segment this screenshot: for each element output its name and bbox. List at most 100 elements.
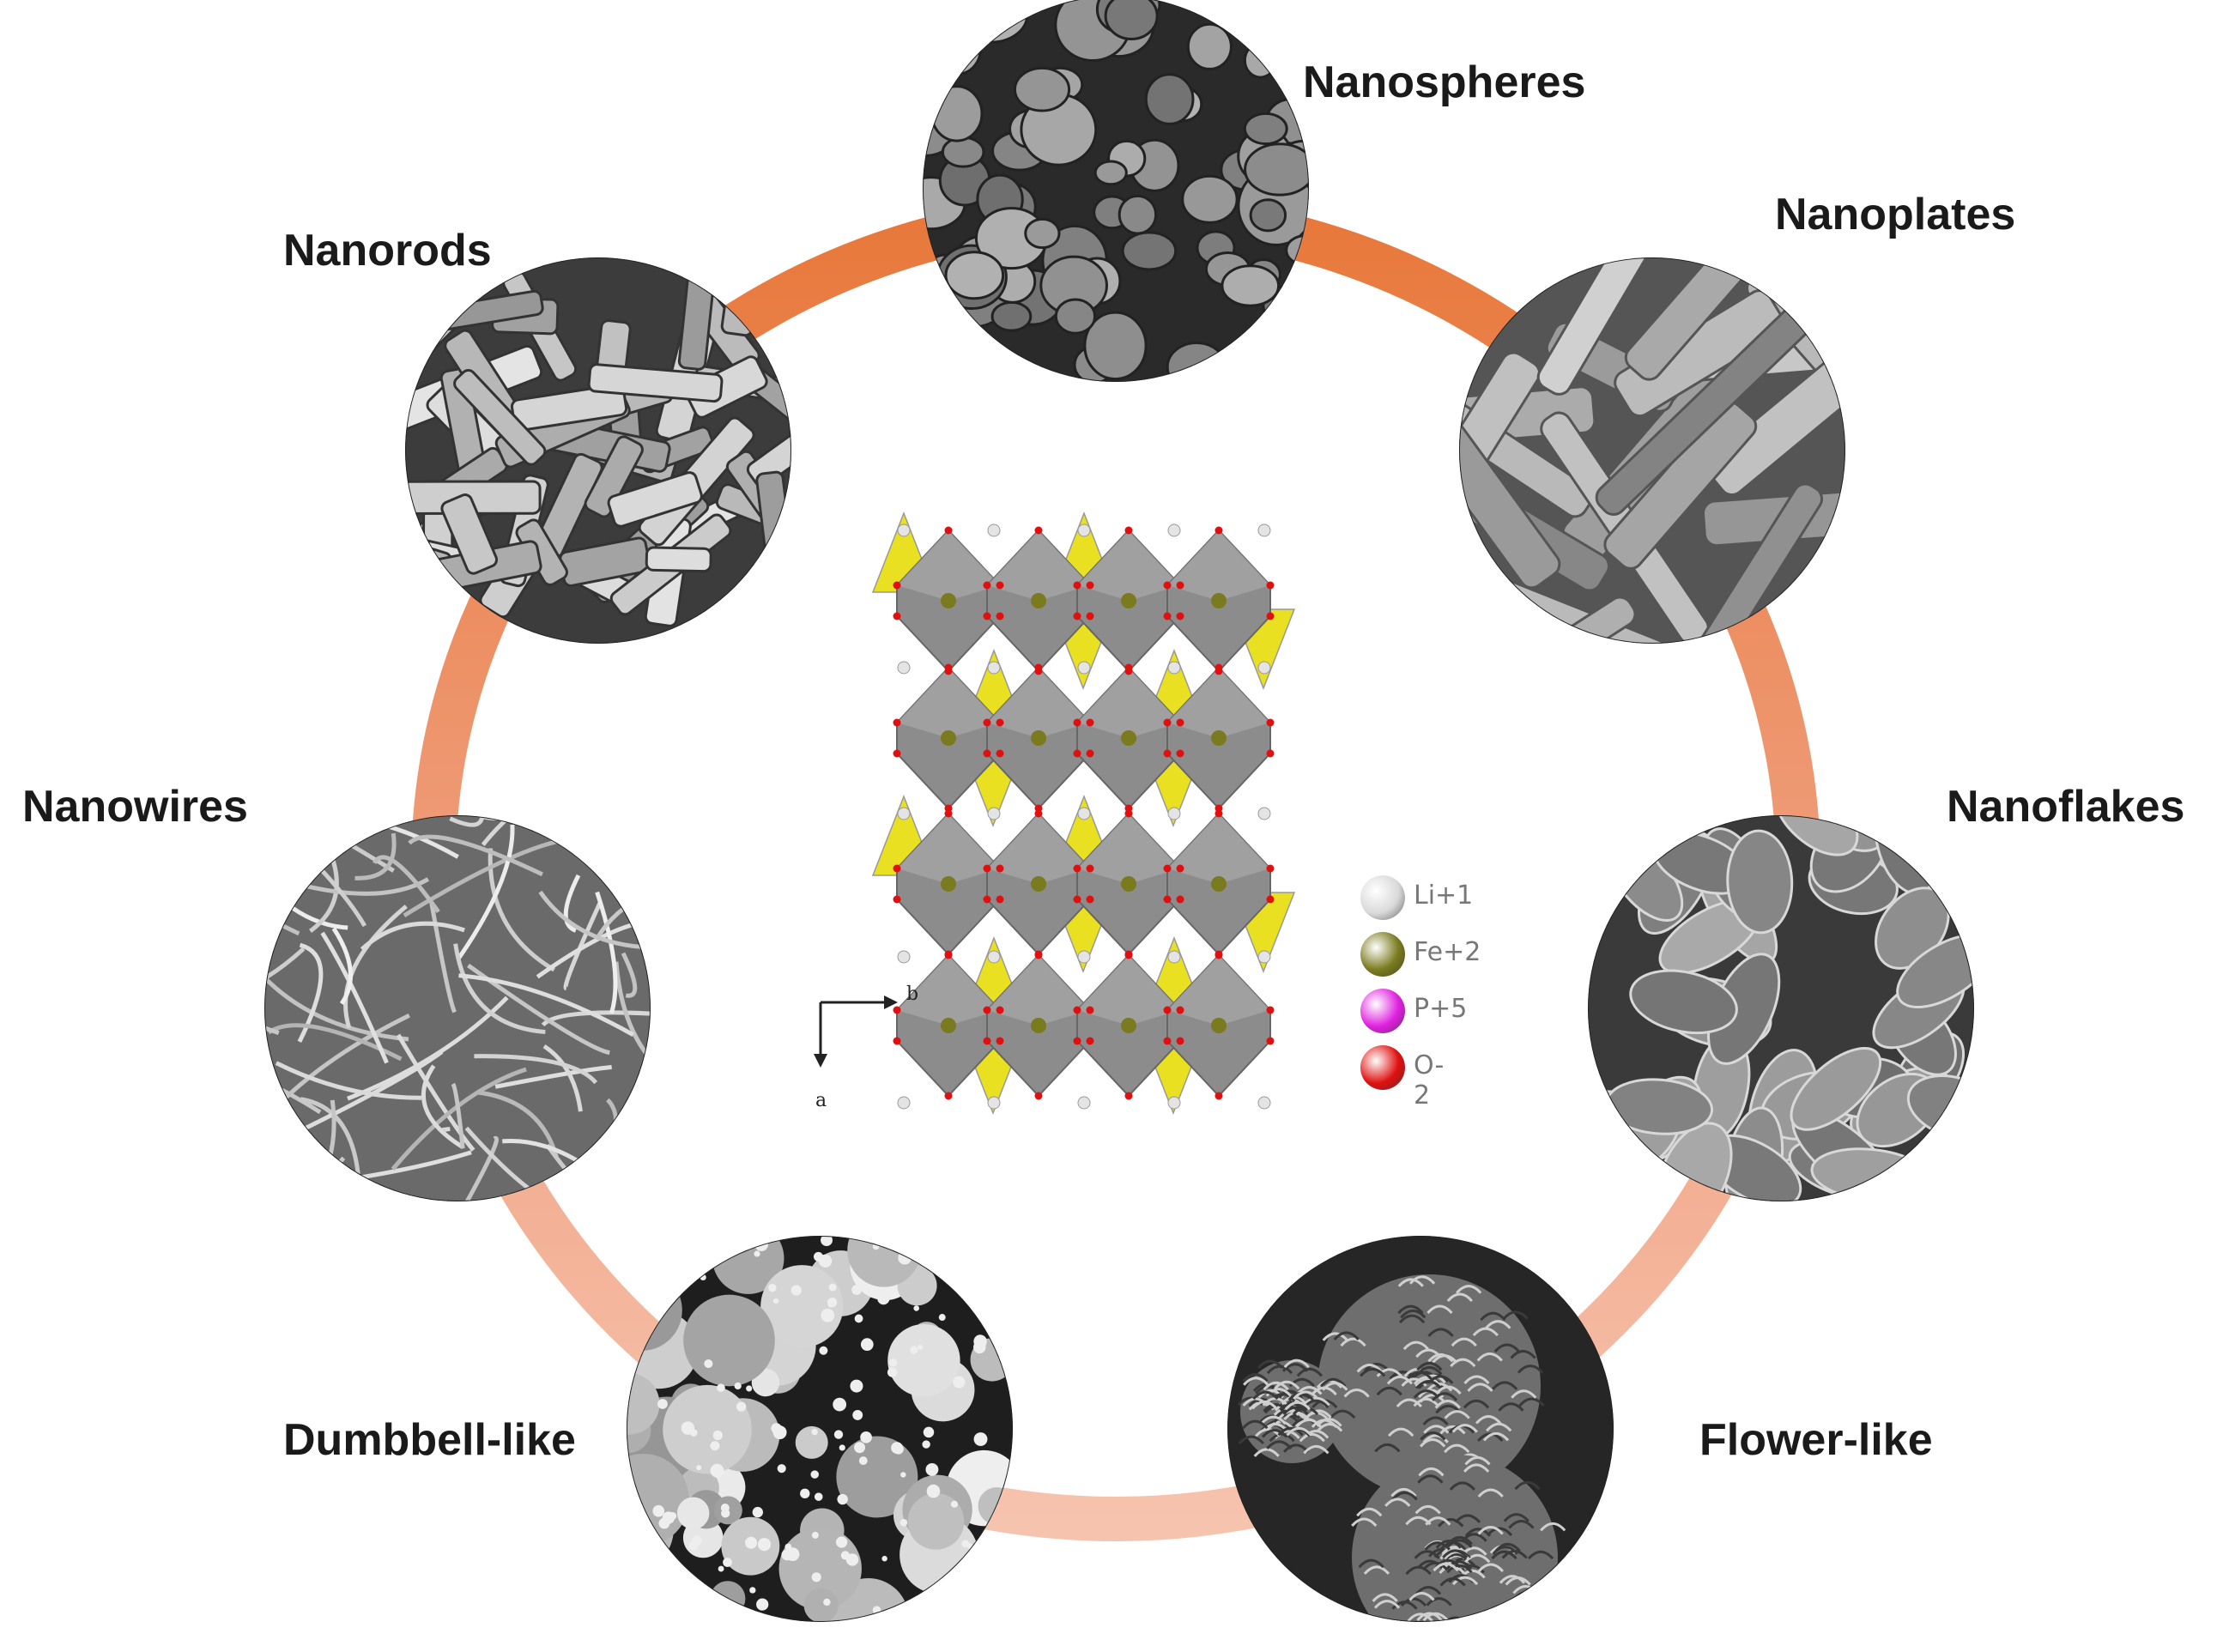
li-atom xyxy=(987,661,1001,675)
li-atom xyxy=(897,661,911,675)
li-atom xyxy=(1257,1096,1271,1110)
li-atom xyxy=(987,950,1001,964)
o-atom xyxy=(996,1006,1004,1014)
li-atom xyxy=(897,1096,911,1110)
o-atom xyxy=(1073,581,1081,590)
fe-atom xyxy=(1121,730,1136,746)
o-atom xyxy=(893,581,901,590)
o-atom xyxy=(1073,718,1081,727)
li-atom xyxy=(897,807,911,820)
fe-atom xyxy=(1121,1018,1136,1033)
o-atom xyxy=(1086,718,1094,727)
nanowires-sem-image xyxy=(264,815,651,1201)
o-atom xyxy=(1073,895,1081,904)
o-atom xyxy=(996,895,1004,904)
o-atom xyxy=(1073,1037,1081,1045)
o-atom xyxy=(996,718,1004,727)
legend-label: Fe+2 xyxy=(1414,937,1481,967)
fe-atom xyxy=(1211,730,1227,746)
li-atom xyxy=(1077,1096,1091,1110)
o-atom xyxy=(1266,864,1275,873)
li-atom xyxy=(1167,1096,1181,1110)
o-atom xyxy=(1163,581,1172,590)
o-atom xyxy=(983,1037,991,1045)
crystal-structure xyxy=(871,511,1296,1116)
label-flower-like: Flower-like xyxy=(1699,1415,1933,1465)
fe-atom xyxy=(941,730,956,746)
label-nanorods: Nanorods xyxy=(283,226,492,275)
o-atom xyxy=(1086,612,1094,620)
o-atom xyxy=(1163,612,1172,620)
legend-label: O-2 xyxy=(1414,1050,1445,1110)
o-atom xyxy=(893,1037,901,1045)
fe-atom xyxy=(1031,876,1046,892)
li-atom-icon xyxy=(1360,875,1405,920)
o-atom xyxy=(1073,612,1081,620)
o-atom xyxy=(893,895,901,904)
o-atom xyxy=(1163,749,1172,758)
o-atom xyxy=(1266,749,1275,758)
p-atom-icon xyxy=(1360,989,1405,1033)
o-atom xyxy=(983,581,991,590)
li-atom xyxy=(1167,807,1181,820)
li-atom xyxy=(987,1096,1001,1110)
li-atom xyxy=(1167,661,1181,675)
o-atom xyxy=(893,1006,901,1014)
o-atom xyxy=(1163,1037,1172,1045)
o-atom xyxy=(1214,809,1223,818)
o-atom xyxy=(893,612,901,620)
o-atom xyxy=(1266,1037,1275,1045)
o-atom xyxy=(983,895,991,904)
o-atom xyxy=(1034,809,1043,818)
o-atom xyxy=(944,1092,953,1100)
o-atom xyxy=(1214,951,1223,959)
o-atom xyxy=(983,749,991,758)
fe-atom xyxy=(941,593,956,608)
o-atom xyxy=(1034,1092,1043,1100)
li-atom xyxy=(987,807,1001,820)
o-atom xyxy=(983,612,991,620)
o-atom xyxy=(983,718,991,727)
axis-label-a: a xyxy=(815,1090,827,1111)
o-atom xyxy=(1176,1037,1184,1045)
nanoflakes-sem-image xyxy=(1588,815,1974,1201)
li-atom xyxy=(1167,523,1181,537)
o-atom xyxy=(1266,895,1275,904)
o-atom xyxy=(944,809,953,818)
li-atom xyxy=(1077,661,1091,675)
o-atom xyxy=(1124,809,1133,818)
o-atom xyxy=(1214,1092,1223,1100)
o-atom xyxy=(944,663,953,672)
o-atom xyxy=(1176,612,1184,620)
fe-atom xyxy=(1121,876,1136,892)
nanorods-sem-image xyxy=(405,257,791,644)
li-atom xyxy=(1077,523,1091,537)
label-nanowires: Nanowires xyxy=(22,782,248,832)
dumbbell-like-sem-image xyxy=(627,1236,1013,1622)
fe-atom xyxy=(941,1018,956,1033)
o-atom xyxy=(1086,895,1094,904)
o-atom xyxy=(1176,749,1184,758)
o-atom xyxy=(1073,749,1081,758)
label-dumbbell-like: Dumbbell-like xyxy=(283,1415,576,1465)
fe-atom xyxy=(1121,593,1136,608)
o-atom xyxy=(1034,663,1043,672)
o-atom xyxy=(1163,895,1172,904)
o-atom xyxy=(944,951,953,959)
li-atom xyxy=(1257,661,1271,675)
o-atom xyxy=(996,581,1004,590)
flower-like-sem-image xyxy=(1227,1236,1614,1622)
label-nanospheres: Nanospheres xyxy=(1303,57,1586,107)
li-atom xyxy=(1257,950,1271,964)
o-atom xyxy=(1034,526,1043,535)
o-atom xyxy=(996,864,1004,873)
fe-atom xyxy=(1031,593,1046,608)
o-atom-icon xyxy=(1360,1045,1405,1090)
o-atom xyxy=(1214,663,1223,672)
o-atom xyxy=(893,718,901,727)
fe-atom xyxy=(1031,730,1046,746)
label-nanoplates: Nanoplates xyxy=(1775,190,2016,239)
o-atom xyxy=(1086,1006,1094,1014)
label-nanoflakes: Nanoflakes xyxy=(1947,782,2185,832)
